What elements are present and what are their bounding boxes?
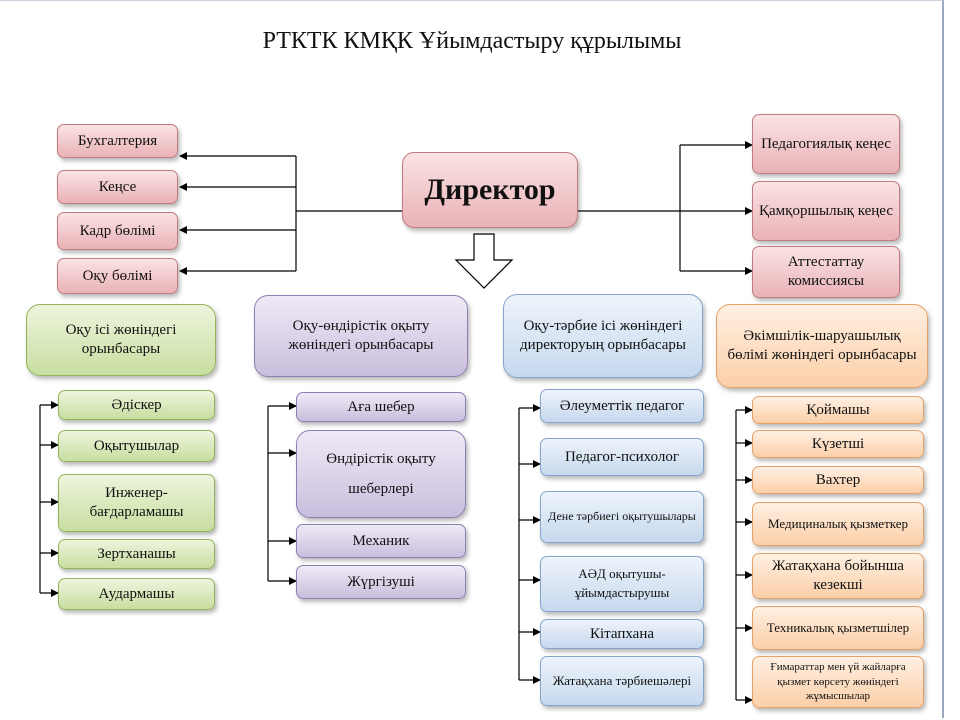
item-medical-worker: Медициналық қызметкер — [752, 502, 924, 546]
item-dorm-educators: Жатақхана тәрбиешәлері — [540, 656, 704, 706]
item-building-workers: Ғимараттар мен үй жайларға қызмет көрсет… — [752, 656, 924, 708]
item-social-pedagogue: Әлеуметтік педагог — [540, 389, 704, 423]
left-unit-office: Кеңсе — [57, 170, 178, 204]
item-dorm-duty: Жатақхана бойынша кезекші — [752, 553, 924, 599]
item-lab-assistant: Зертханашы — [58, 539, 215, 569]
item-translator: Аудармашы — [58, 578, 215, 610]
deputy-production-training: Оқу-өндірістік оқыту жөніндегі орынбасар… — [254, 295, 468, 377]
item-watchman: Вахтер — [752, 466, 924, 494]
down-arrow-icon — [454, 233, 514, 289]
item-driver: Жүргізуші — [296, 565, 466, 599]
item-guard: Күзетші — [752, 430, 924, 458]
item-mechanic: Механик — [296, 524, 466, 558]
item-military-organizer: АӘД оқытушы-ұйымдастырушы — [540, 556, 704, 612]
deputy-academic: Оқу ісі жөніндегі орынбасары — [26, 304, 216, 376]
director-box: Директор — [402, 152, 578, 228]
deputy-administrative: Әкімшілік-шаруашылық бөлімі жөніндегі ор… — [716, 304, 928, 388]
page-title: РТКТК КМҚК Ұйымдастыру құрылымы — [262, 28, 682, 54]
left-unit-accounting: Бухгалтерия — [57, 124, 178, 158]
item-senior-master: Аға шебер — [296, 392, 466, 422]
item-production-masters: Өндірістік оқыту шеберлері — [296, 430, 466, 518]
right-unit-attestation-commission: Аттестаттау комиссиясы — [752, 246, 900, 298]
item-technical-staff: Техникалық қызметшілер — [752, 606, 924, 650]
item-psychologist: Педагог-психолог — [540, 438, 704, 476]
left-unit-education: Оқу бөлімі — [57, 258, 178, 294]
right-unit-trustee-council: Қамқоршылық кеңес — [752, 181, 900, 241]
item-teachers: Оқытушылар — [58, 430, 215, 462]
item-pe-teachers: Дене тәрбиегі оқытушылары — [540, 491, 704, 543]
item-methodologist: Әдіскер — [58, 390, 215, 420]
left-unit-personnel: Кадр бөлімі — [57, 212, 178, 250]
right-unit-pedagogical-council: Педагогиялық кеңес — [752, 114, 900, 174]
deputy-educational-work: Оқу-тәрбие ісі жөніндегі директоруың оры… — [503, 294, 703, 378]
item-engineer-programmer: Инженер-бағдарламашы — [58, 474, 215, 532]
item-storekeeper: Қоймашы — [752, 396, 924, 424]
item-library: Кітапхана — [540, 619, 704, 649]
